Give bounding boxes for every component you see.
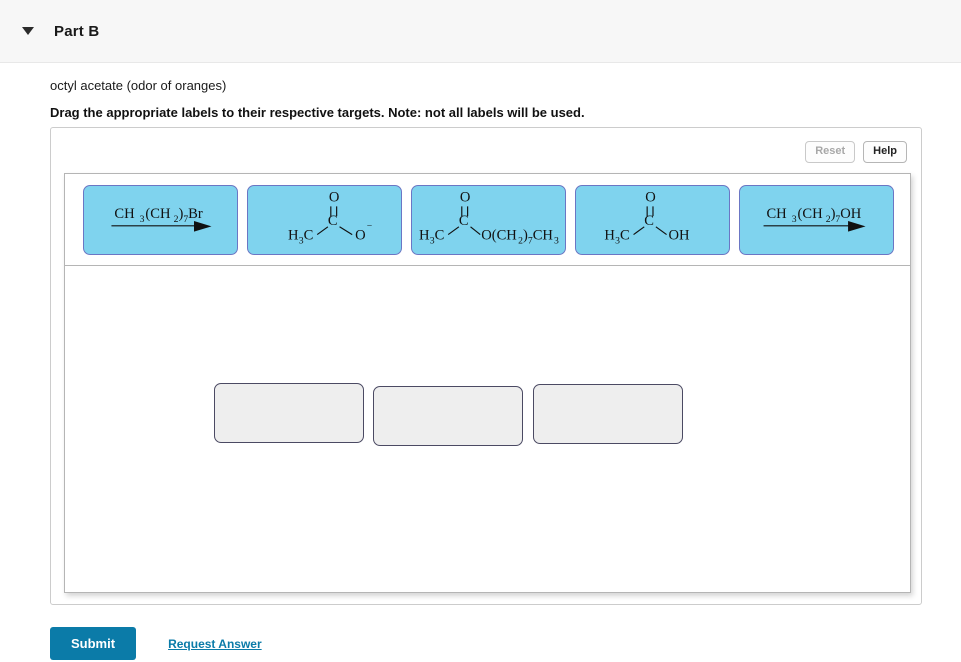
svg-text:Br: Br: [188, 206, 203, 222]
svg-text:7: 7: [183, 214, 188, 225]
svg-text:7: 7: [528, 235, 533, 246]
svg-text:2: 2: [174, 214, 179, 225]
svg-text:2: 2: [826, 214, 831, 225]
svg-text:3: 3: [615, 235, 620, 246]
octyl-bromide-reagent-icon: CH 3 (CH 2 ) 7 Br: [111, 206, 212, 232]
part-header: Part B: [0, 0, 961, 63]
triangle-down-icon[interactable]: [22, 27, 34, 35]
svg-text:C: C: [459, 213, 469, 229]
page-title: Part B: [54, 22, 100, 40]
label-tile-acetate-anion[interactable]: H 3 C C O O −: [247, 185, 402, 255]
acetic-acid-icon: H 3 C C O OH: [604, 190, 691, 247]
svg-text:3: 3: [554, 235, 559, 246]
svg-text:−: −: [367, 221, 372, 232]
instruction-line: Drag the appropriate labels to their res…: [50, 105, 585, 120]
drop-target-2[interactable]: [373, 386, 523, 446]
svg-text:CH: CH: [114, 206, 135, 222]
reset-button[interactable]: Reset: [805, 141, 856, 164]
svg-text:C: C: [304, 227, 314, 243]
svg-text:H: H: [288, 227, 299, 243]
label-tile-octyl-acetate[interactable]: H 3 C C O O(CH 2 ) 7 CH 3: [411, 185, 566, 255]
label-tile-octyl-bromide[interactable]: CH 3 (CH 2 ) 7 Br: [83, 185, 238, 255]
card-toolbar: Reset Help: [805, 141, 907, 164]
svg-text:(CH: (CH: [145, 206, 171, 222]
help-button[interactable]: Help: [863, 141, 907, 164]
acetate-anion-icon: H 3 C C O O −: [288, 190, 372, 247]
footer-actions: Submit Request Answer: [50, 627, 262, 660]
svg-text:3: 3: [140, 214, 145, 225]
svg-text:CH: CH: [533, 227, 554, 243]
drop-target-3[interactable]: [533, 384, 683, 444]
request-answer-link[interactable]: Request Answer: [168, 636, 262, 651]
svg-text:C: C: [435, 227, 445, 243]
prompt-area: octyl acetate (odor of oranges) Drag the…: [0, 63, 961, 120]
svg-text:C: C: [644, 213, 654, 229]
drag-workspace: CH 3 (CH 2 ) 7 Br H 3 C C O: [64, 173, 911, 593]
octanol-reagent-icon: CH 3 (CH 2 ) 7 OH: [763, 206, 866, 232]
label-bank: CH 3 (CH 2 ) 7 Br H 3 C C O: [65, 174, 910, 266]
svg-text:O: O: [460, 190, 471, 206]
label-tile-acetic-acid[interactable]: H 3 C C O OH: [575, 185, 730, 255]
svg-text:O: O: [645, 190, 656, 206]
svg-text:O: O: [329, 190, 340, 206]
svg-text:): ): [831, 206, 836, 222]
submit-button[interactable]: Submit: [50, 627, 137, 660]
svg-text:): ): [523, 227, 528, 243]
drag-drop-card: Reset Help CH 3 (CH 2 ) 7 Br: [50, 127, 922, 605]
svg-text:3: 3: [430, 235, 435, 246]
svg-text:OH: OH: [840, 206, 862, 222]
svg-text:CH: CH: [766, 206, 787, 222]
svg-text:O(CH: O(CH: [481, 227, 517, 243]
svg-text:OH: OH: [669, 227, 691, 243]
svg-text:C: C: [328, 213, 338, 229]
svg-text:H: H: [604, 227, 615, 243]
label-tile-octanol[interactable]: CH 3 (CH 2 ) 7 OH: [739, 185, 894, 255]
svg-text:): ): [178, 206, 183, 222]
octyl-acetate-icon: H 3 C C O O(CH 2 ) 7 CH 3: [419, 190, 559, 247]
svg-text:2: 2: [518, 235, 523, 246]
svg-text:C: C: [620, 227, 630, 243]
svg-text:O: O: [355, 227, 366, 243]
svg-text:3: 3: [792, 214, 797, 225]
svg-text:3: 3: [299, 235, 304, 246]
drop-target-1[interactable]: [214, 383, 364, 443]
subject-line: octyl acetate (odor of oranges): [50, 78, 227, 93]
svg-text:(CH: (CH: [798, 206, 824, 222]
svg-text:7: 7: [835, 214, 840, 225]
svg-text:H: H: [419, 227, 430, 243]
